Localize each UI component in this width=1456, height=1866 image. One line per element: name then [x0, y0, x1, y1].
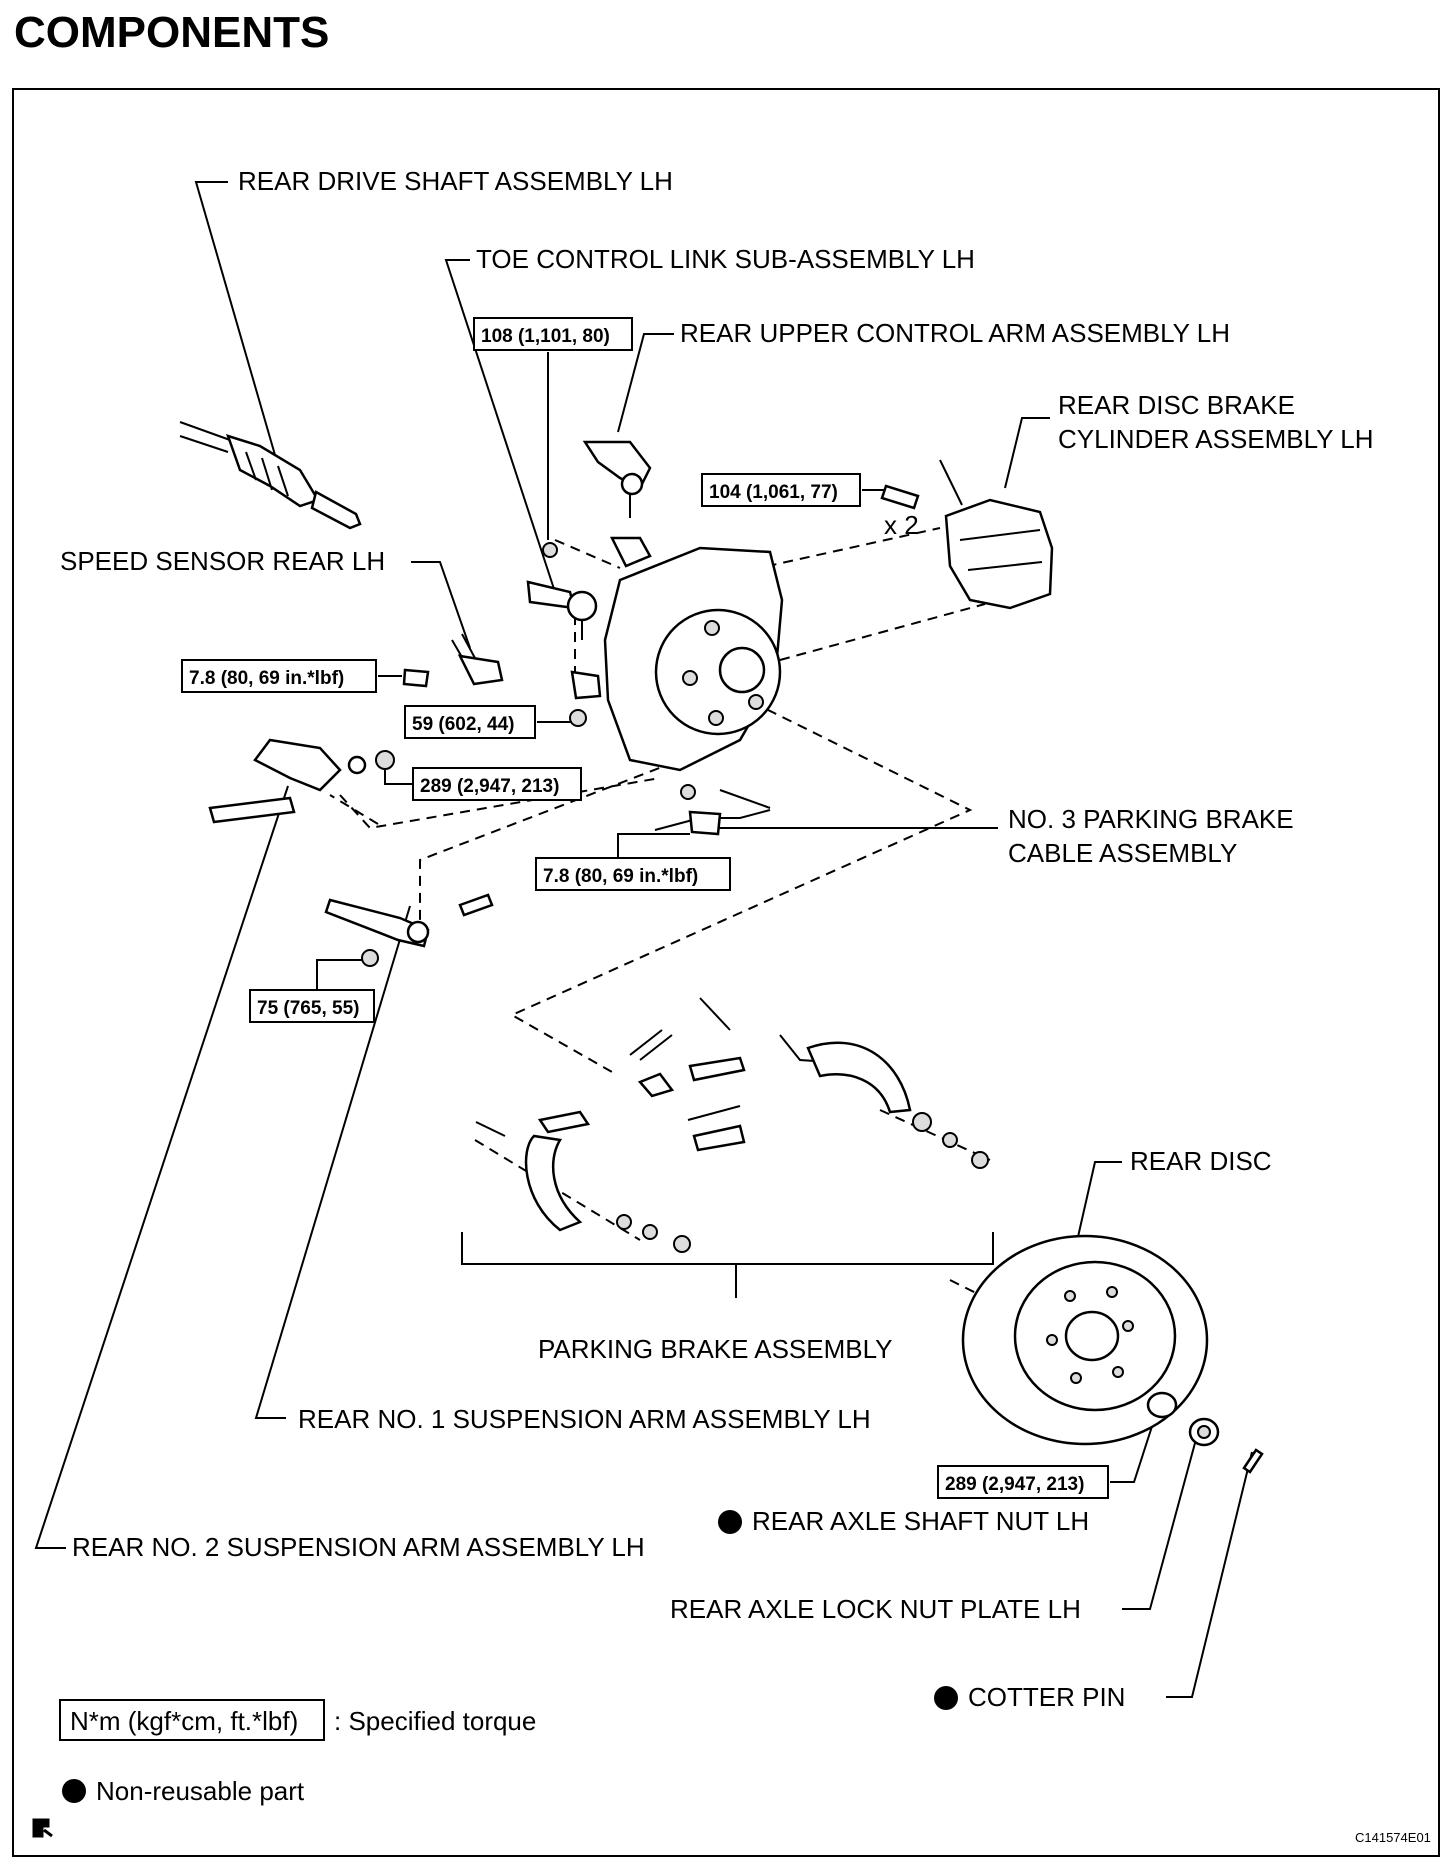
label-rear-disc: REAR DISC: [1130, 1146, 1272, 1176]
torque-specs: 108 (1,101, 80) 104 (1,061, 77) 7.8 (80,…: [181, 317, 1109, 1499]
leader-lines: [34, 181, 1253, 1698]
torque-box-7-8-sensor: [181, 659, 377, 693]
torque-108: 108 (1,101, 80): [481, 326, 610, 347]
label-parking-brake-assembly: PARKING BRAKE ASSEMBLY: [538, 1334, 893, 1364]
torque-75: 75 (765, 55): [257, 998, 359, 1019]
parking-brake-parts-illustration: [475, 997, 989, 1253]
sst-icon: [32, 1818, 53, 1838]
label-no3-parking-brake-line2: CABLE ASSEMBLY: [1008, 838, 1237, 868]
knuckle-illustration: [569, 536, 784, 772]
legend-non-reusable-marker: [62, 1779, 86, 1803]
torque-box-104: [701, 473, 861, 507]
label-no3-parking-brake-line1: NO. 3 PARKING BRAKE: [1008, 804, 1294, 834]
label-rear-no1-suspension-arm: REAR NO. 1 SUSPENSION ARM ASSEMBLY LH: [298, 1404, 871, 1434]
torque-289-upper: 289 (2,947, 213): [420, 776, 559, 797]
drive-shaft-illustration: [179, 421, 362, 530]
torque-7-8-cable: 7.8 (80, 69 in.*lbf): [543, 866, 698, 887]
label-rear-drive-shaft: REAR DRIVE SHAFT ASSEMBLY LH: [238, 166, 673, 196]
axle-hardware-illustration: [1146, 1391, 1264, 1474]
torque-box-75: [249, 989, 375, 1023]
torque-box-7-8-cable: [535, 857, 731, 891]
page-title: COMPONENTS: [14, 8, 330, 57]
legend: N*m (kgf*cm, ft.*lbf) : Specified torque…: [32, 1699, 1431, 1845]
brake-caliper-illustration: [880, 459, 1054, 610]
label-rear-disc-brake-cylinder-line1: REAR DISC BRAKE: [1058, 390, 1295, 420]
toe-control-link-illustration: [526, 542, 598, 640]
torque-box-108: [473, 317, 633, 351]
label-rear-axle-shaft-nut: REAR AXLE SHAFT NUT LH: [752, 1506, 1089, 1536]
parking-brake-cable-illustration: [654, 784, 771, 836]
figure-code: C141574E01: [1355, 1830, 1431, 1845]
label-rear-upper-control-arm: REAR UPPER CONTROL ARM ASSEMBLY LH: [680, 318, 1230, 348]
upper-control-arm-illustration: [582, 440, 652, 518]
rear-disc-illustration: [961, 1234, 1209, 1446]
lower-arm-illustration: [208, 738, 494, 967]
legend-torque-units: N*m (kgf*cm, ft.*lbf): [70, 1706, 298, 1736]
legend-torque-desc: : Specified torque: [334, 1706, 536, 1736]
torque-59: 59 (602, 44): [412, 714, 514, 735]
non-reusable-marker-nut: [718, 1510, 742, 1534]
torque-289-nut: 289 (2,947, 213): [945, 1474, 1084, 1495]
legend-torque-box: [59, 1699, 325, 1741]
legend-non-reusable-text: Non-reusable part: [96, 1776, 305, 1806]
speed-sensor-illustration: [402, 633, 504, 688]
label-toe-control-link: TOE CONTROL LINK SUB-ASSEMBLY LH: [476, 244, 975, 274]
label-rear-axle-lock-nut-plate: REAR AXLE LOCK NUT PLATE LH: [670, 1594, 1081, 1624]
torque-104: 104 (1,061, 77): [709, 482, 838, 503]
label-speed-sensor: SPEED SENSOR REAR LH: [60, 546, 385, 576]
label-rear-disc-brake-cylinder-line2: CYLINDER ASSEMBLY LH: [1058, 424, 1374, 454]
label-quantity-x2: x 2: [884, 510, 919, 540]
label-rear-no2-suspension-arm: REAR NO. 2 SUSPENSION ARM ASSEMBLY LH: [72, 1532, 645, 1562]
part-labels: REAR DRIVE SHAFT ASSEMBLY LH TOE CONTROL…: [60, 166, 1374, 1712]
torque-box-289-nut: [937, 1465, 1109, 1499]
non-reusable-marker-cotter-pin: [934, 1686, 958, 1710]
torque-box-289-upper: [412, 767, 582, 801]
torque-box-59: [404, 705, 536, 739]
label-cotter-pin: COTTER PIN: [968, 1682, 1125, 1712]
diagram-frame: [12, 88, 1440, 1857]
torque-7-8-sensor: 7.8 (80, 69 in.*lbf): [189, 668, 344, 689]
